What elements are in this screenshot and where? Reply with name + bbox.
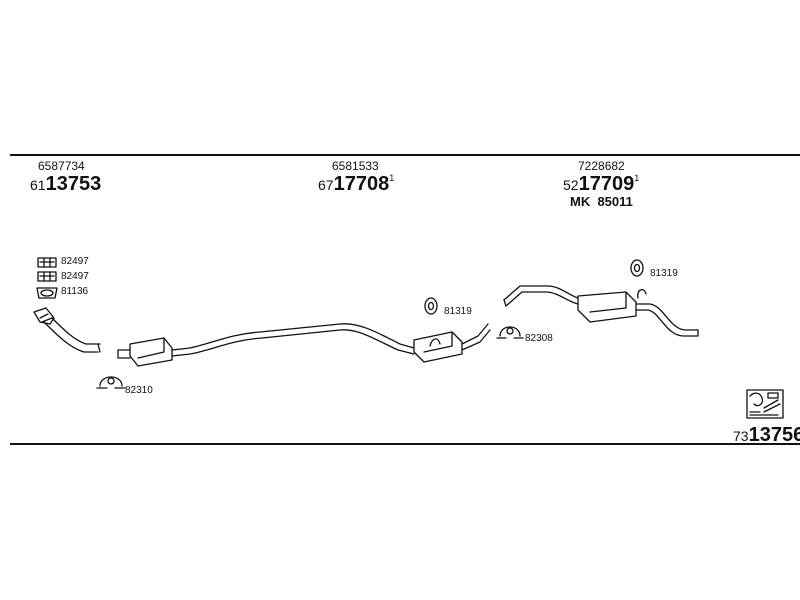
- bolt-icon-2: [37, 271, 57, 282]
- bottom-rule: [10, 443, 800, 445]
- mount-icon-rear: [630, 259, 644, 277]
- part-main-3: 17709: [578, 173, 635, 195]
- part-number-1: 6113753: [30, 174, 101, 194]
- part-suffix-3: 1: [634, 173, 640, 183]
- part-main-1: 13753: [45, 173, 102, 195]
- oe-number-2: 6581533: [332, 159, 379, 173]
- front-pipe: [33, 307, 101, 353]
- oe-number-1: 6587734: [38, 159, 85, 173]
- part-main-2: 17708: [333, 173, 390, 195]
- bolt-label-2: 82497: [61, 271, 89, 282]
- top-rule: [10, 154, 800, 156]
- gasket-icon: [36, 287, 58, 299]
- kit-prefix: 73: [733, 428, 749, 444]
- clamp-label-front: 82310: [125, 385, 153, 396]
- part-number-3: 52177091: [563, 173, 640, 195]
- front-silencer: [117, 323, 415, 367]
- kit-part-number: 7313756: [733, 425, 800, 445]
- oe-number-3: 7228682: [578, 159, 625, 173]
- mk-kit-label: MK 85011: [570, 195, 633, 208]
- mount-label-middle: 81319: [444, 306, 472, 317]
- rear-silencer: [503, 285, 699, 337]
- part-suffix-2: 1: [389, 173, 395, 183]
- middle-silencer: [413, 323, 491, 363]
- mount-icon-middle: [424, 297, 438, 315]
- part-prefix-3: 52: [563, 177, 579, 193]
- clamp-label-middle: 82308: [525, 333, 553, 344]
- mk-prefix: MK: [570, 194, 591, 209]
- part-number-2: 67177081: [318, 173, 395, 195]
- mount-label-rear: 81319: [650, 268, 678, 279]
- part-prefix-2: 67: [318, 177, 334, 193]
- bolt-icon-1: [37, 257, 57, 268]
- kit-main: 13756: [748, 424, 800, 446]
- gasket-label: 81136: [61, 286, 89, 297]
- kit-box-icon: [746, 389, 784, 419]
- part-prefix-1: 61: [30, 177, 46, 193]
- clamp-icon-front: [96, 376, 126, 389]
- bolt-label-1: 82497: [61, 256, 89, 267]
- clamp-icon-middle: [496, 326, 524, 339]
- mk-number: 85011: [597, 194, 633, 209]
